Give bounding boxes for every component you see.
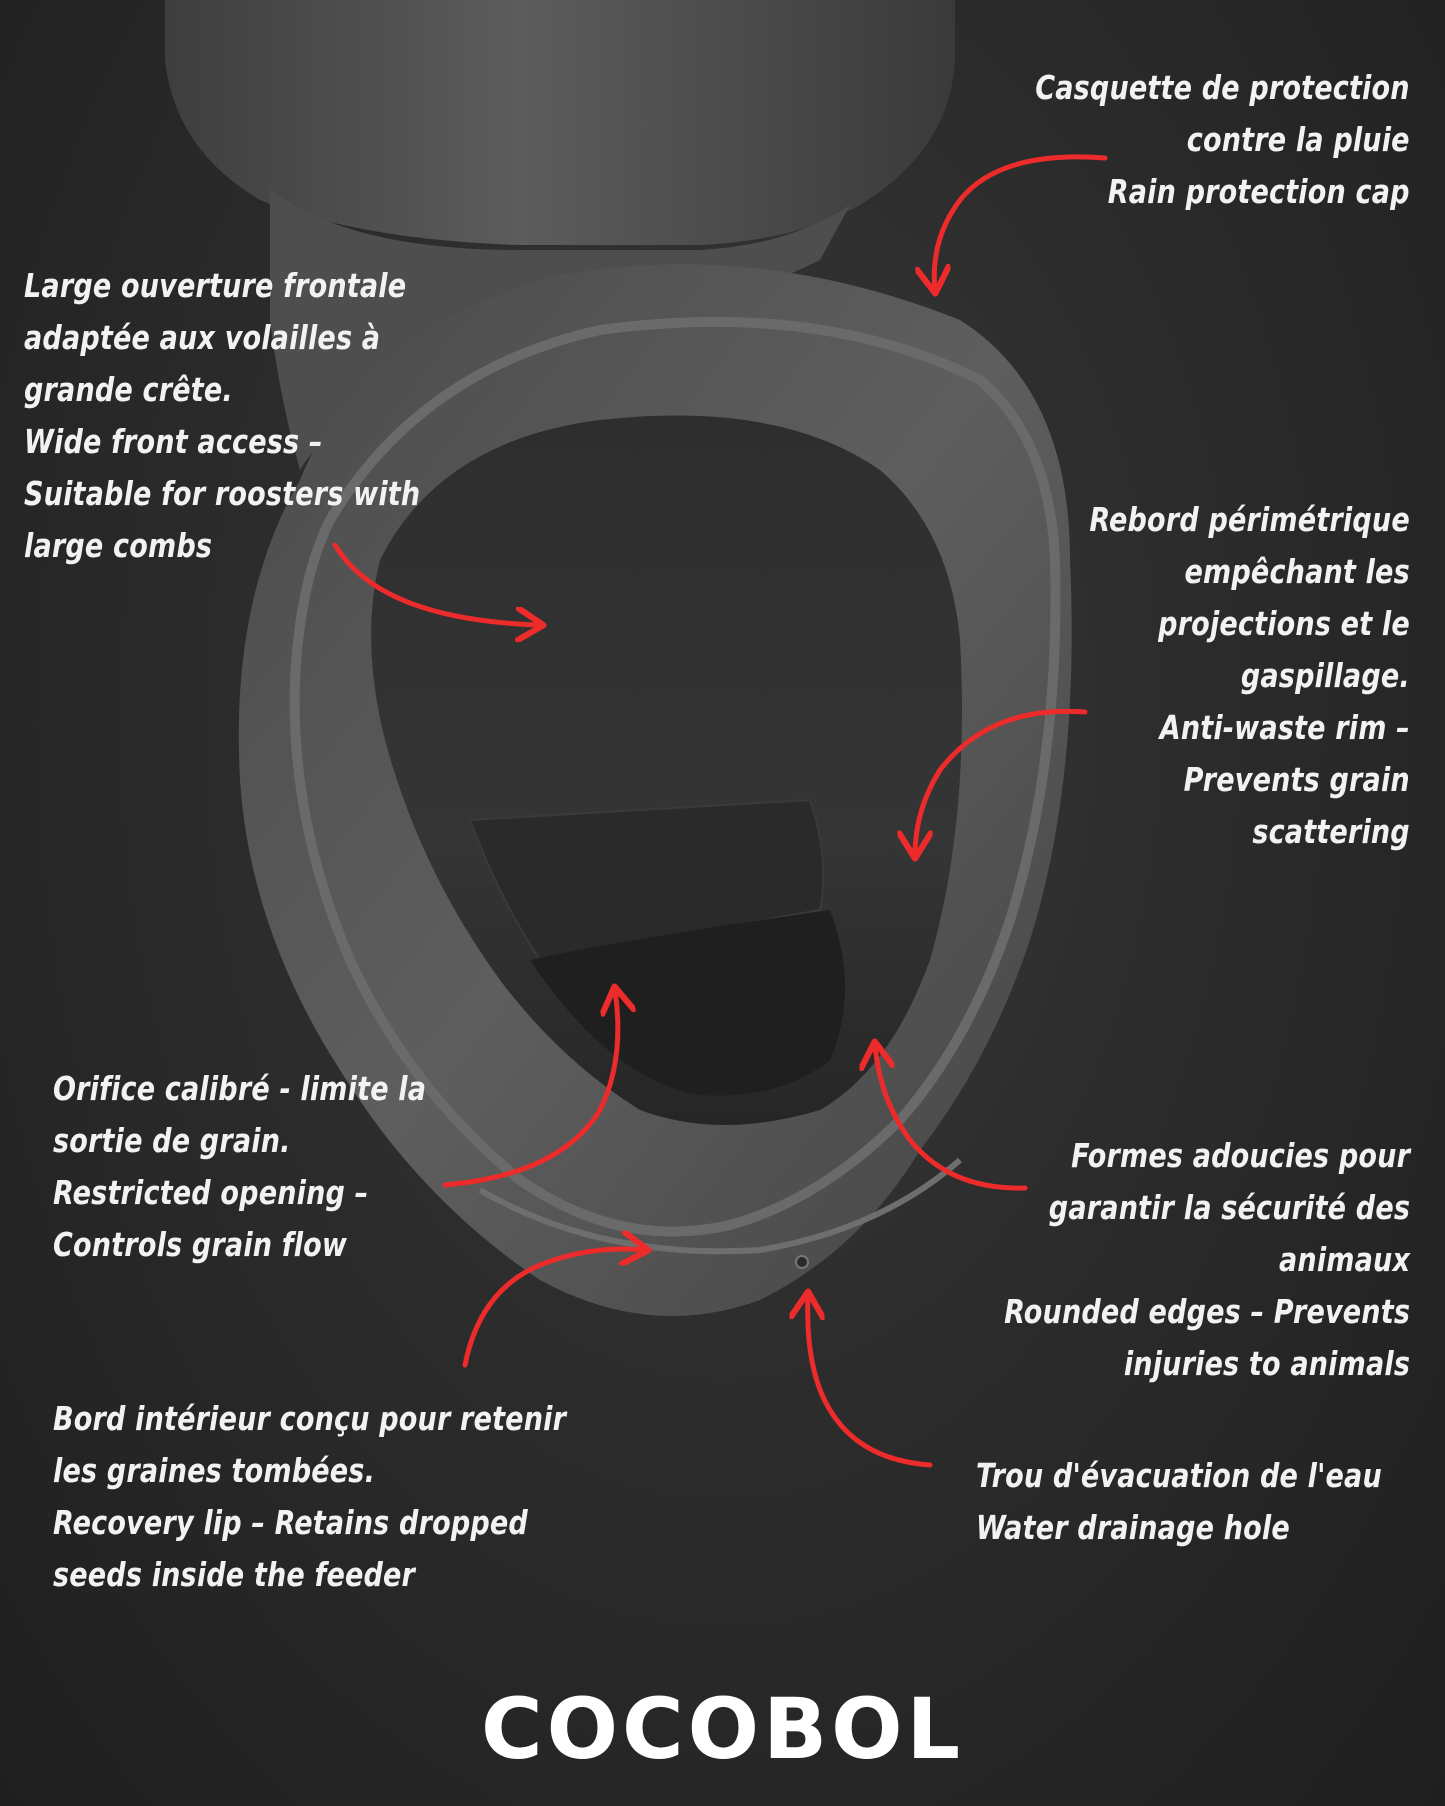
arrow-drainage-hole (808, 1295, 933, 1468)
annotation-line: Bord intérieur conçu pour retenir (53, 1399, 567, 1438)
annotation-line: Orifice calibré - limite la (53, 1069, 427, 1108)
annotation-line: Anti-waste rim – (1159, 708, 1410, 747)
annotation-rain-cap: Casquette de protection contre la pluie … (1036, 62, 1410, 218)
annotation-line: les graines tombées. (53, 1451, 376, 1490)
feeder-restricted-orifice (530, 910, 845, 1096)
arrow-recovery-lip (462, 1249, 645, 1368)
annotation-line: Wide front access – (24, 422, 323, 461)
feeder-top-cylinder (165, 0, 955, 245)
drainage-hole (795, 1255, 809, 1269)
annotation-line: contre la pluie (1187, 120, 1410, 159)
annotation-line: Prevents grain (1183, 760, 1410, 799)
annotation-line: garantir la sécurité des (1048, 1188, 1410, 1227)
annotation-line: gaspillage. (1240, 656, 1410, 695)
annotation-line: Formes adoucies pour (1071, 1136, 1410, 1175)
arrow-anti-waste-rim (915, 708, 1088, 855)
annotation-line: Trou d'évacuation de l'eau (976, 1456, 1382, 1495)
annotation-line: Rebord périmétrique (1089, 500, 1410, 539)
annotation-line: injuries to animals (1123, 1344, 1410, 1383)
annotation-rounded-edges: Formes adoucies pour garantir la sécurit… (1004, 1130, 1410, 1390)
annotation-line: projections et le (1158, 604, 1410, 643)
arrow-front-access (332, 542, 540, 625)
annotation-anti-waste-rim: Rebord périmétrique empêchant les projec… (1090, 494, 1410, 858)
feeder-rim (289, 316, 1061, 1237)
annotation-line: empêchant les (1184, 552, 1410, 591)
annotation-line: sortie de grain. (53, 1121, 291, 1160)
annotation-line: adaptée aux volailles à (24, 318, 381, 357)
annotation-line: large combs (24, 526, 213, 565)
annotation-restricted-opening: Orifice calibré - limite la sortie de gr… (53, 1063, 426, 1271)
annotation-line: scattering (1252, 812, 1410, 851)
annotation-line: Rain protection cap (1108, 172, 1410, 211)
feeder-front-lip (478, 1157, 962, 1255)
annotation-line: Large ouverture frontale (24, 266, 407, 305)
brand-logo: COCOBOL (480, 1680, 965, 1778)
arrow-rounded-edges (875, 1045, 1028, 1191)
arrow-rain-cap (934, 154, 1108, 290)
annotation-line: Suitable for roosters with (24, 474, 421, 513)
annotation-line: Rounded edges – Prevents (1004, 1292, 1410, 1331)
annotation-line: Casquette de protection (1035, 68, 1410, 107)
annotation-line: seeds inside the feeder (53, 1555, 416, 1594)
annotation-front-access: Large ouverture frontale adaptée aux vol… (24, 260, 420, 572)
annotation-line: animaux (1278, 1240, 1410, 1279)
annotation-line: Recovery lip – Retains dropped (53, 1503, 528, 1542)
annotation-line: grande crête. (24, 370, 233, 409)
arrow-restricted-opening (442, 990, 618, 1188)
annotation-drainage-hole: Trou d'évacuation de l'eau Water drainag… (976, 1450, 1382, 1554)
annotation-line: Controls grain flow (53, 1225, 348, 1264)
annotation-line: Restricted opening – (53, 1173, 369, 1212)
annotation-line: Water drainage hole (976, 1508, 1290, 1547)
annotation-recovery-lip: Bord intérieur conçu pour retenir les gr… (53, 1393, 566, 1601)
